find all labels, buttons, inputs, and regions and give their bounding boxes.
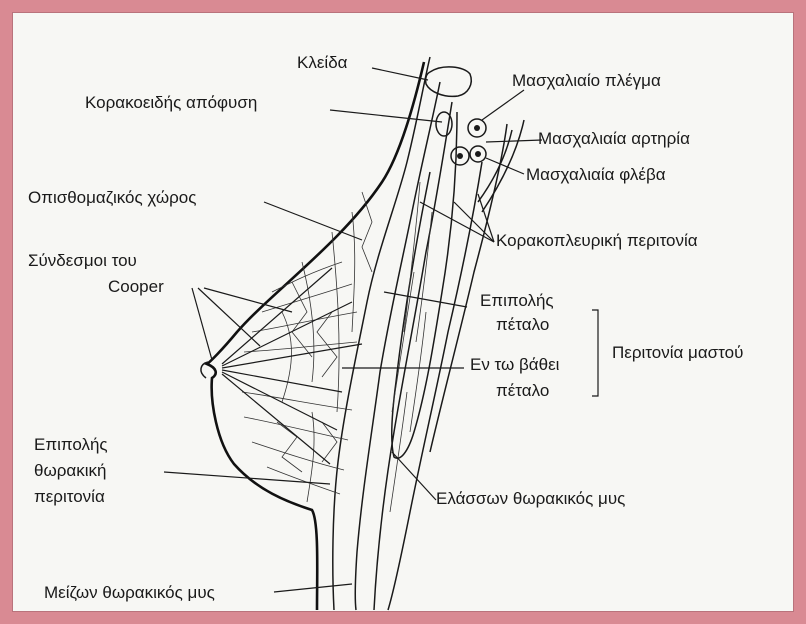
- leader-lines: [164, 68, 542, 592]
- label-breast-fascia: Περιτονία μαστού: [612, 343, 743, 362]
- labels: Κλείδα Κορακοειδής απόφυση Μασχαλιαίο πλ…: [28, 53, 743, 602]
- label-coracoid: Κορακοειδής απόφυση: [85, 93, 257, 112]
- breast-skin-outline: [207, 62, 424, 610]
- fascia-bracket: [592, 310, 598, 396]
- label-superficial-layer-line2: πέταλο: [496, 315, 549, 334]
- artery-dot: [457, 153, 463, 159]
- label-pectoralis-major: Μείζων θωρακικός μυς: [44, 583, 215, 602]
- label-clavipectoral-fascia: Κορακοπλευρική περιτονία: [496, 231, 698, 250]
- breast-anatomy-diagram: Κλείδα Κορακοειδής απόφυση Μασχαλιαίο πλ…: [12, 12, 794, 612]
- vein-dot: [475, 151, 481, 157]
- coracoid-shape: [436, 112, 452, 136]
- label-cooper-line1: Σύνδεσμοι του: [28, 251, 137, 270]
- pectoralis-minor-outline: [392, 112, 457, 458]
- label-superficial-thoracic-line1: Επιπολής: [34, 435, 108, 454]
- axillary-sheath: [482, 120, 524, 212]
- label-cooper-line2: Cooper: [108, 277, 164, 296]
- label-clavicle: Κλείδα: [297, 53, 348, 72]
- label-axillary-artery: Μασχαλιαία αρτηρία: [538, 129, 690, 148]
- label-deep-layer-line1: Εν τω βάθει: [470, 355, 560, 374]
- label-axillary-plexus: Μασχαλιαίο πλέγμα: [512, 71, 661, 90]
- clavicle-shape: [426, 67, 472, 96]
- label-superficial-thoracic-line3: περιτονία: [34, 487, 105, 506]
- anatomy-drawing: [201, 57, 524, 610]
- label-axillary-vein: Μασχαλιαία φλέβα: [526, 165, 666, 184]
- label-superficial-thoracic-line2: θωρακική: [34, 461, 106, 480]
- plexus-dot: [474, 125, 480, 131]
- label-retromammary-space: Οπισθομαζικός χώρος: [28, 188, 196, 207]
- muscle-fibers: [390, 182, 432, 512]
- diagram-canvas: Κλείδα Κορακοειδής απόφυση Μασχαλιαίο πλ…: [12, 12, 794, 612]
- pectoralis-major-front: [355, 82, 440, 610]
- label-deep-layer-line2: πέταλο: [496, 381, 549, 400]
- label-pectoralis-minor: Ελάσσων θωρακικός μυς: [436, 489, 625, 508]
- label-superficial-layer-line1: Επιπολής: [480, 291, 554, 310]
